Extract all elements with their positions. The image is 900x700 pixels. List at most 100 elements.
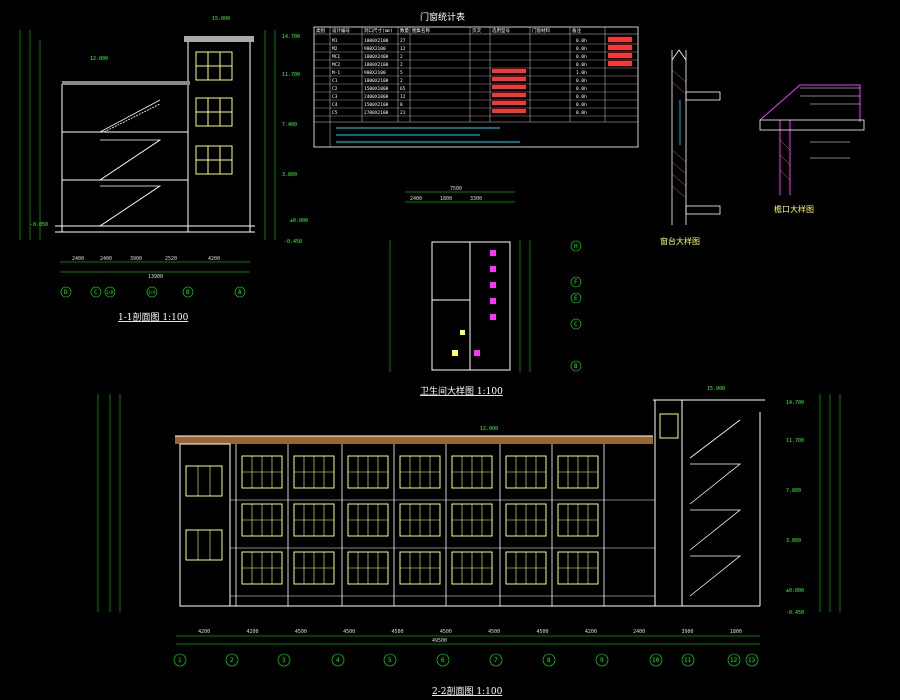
section2-axis-label: 3 <box>282 657 286 664</box>
section2-right-dims <box>819 394 841 612</box>
schedule-cell: 2 <box>400 62 403 68</box>
section2-dim: 4500 <box>440 629 452 635</box>
section2-axis-label: 1 <box>178 657 182 664</box>
schedule-red-note <box>608 53 632 58</box>
schedule-cell: 65 <box>400 86 406 92</box>
schedule-cell: 1.0h <box>576 70 587 76</box>
section2-dim: 2400 <box>633 629 645 635</box>
section1-elev-7400: 7.400 <box>282 122 297 128</box>
section2-axis-label: 10 <box>652 657 660 664</box>
schedule-cell: C3 <box>332 94 338 100</box>
schedule-header-5: 页次 <box>472 27 481 34</box>
balcony-title: 窗台大样图 <box>660 236 700 246</box>
section2-dim: 3900 <box>682 629 694 635</box>
schedule-cell: 1000X2100 <box>364 38 389 44</box>
section2-axis-bubble <box>225 653 239 667</box>
schedule-cell: M1 <box>332 38 338 44</box>
eave-hatch <box>779 139 791 181</box>
section2-dim: 4500 <box>488 629 500 635</box>
section2-elev-7800: 7.800 <box>786 488 801 494</box>
section2-dim: 4500 <box>537 629 549 635</box>
schedule-red-note <box>492 93 526 97</box>
section2-axis-bubble <box>277 653 291 667</box>
bathroom-plan: 2400 1800 3300 7500 H F E C B 卫生间大样图 1:1… <box>389 186 582 397</box>
section1-elev-000: ±0.000 <box>290 218 308 224</box>
section2-axis-bubble <box>649 653 663 667</box>
section2-axis-bubble <box>489 653 503 667</box>
section1-right-dims <box>264 30 276 240</box>
schedule-cell: 0.0h <box>576 46 587 52</box>
schedule-red-note <box>492 109 526 113</box>
schedule-cell: 12 <box>400 46 406 52</box>
section1-elev-neg450: -0.450 <box>284 239 302 245</box>
section2-elev-12000: 12.000 <box>480 426 498 432</box>
schedule-cell: 27 <box>400 38 406 44</box>
section1-axis-C: C <box>94 289 98 296</box>
schedule-cell: C2 <box>332 86 338 92</box>
door-window-schedule: 门窗统计表 类别设计编号洞口尺寸(mm)数量图集名称页次选用型号门窗材料备注M1… <box>313 11 639 148</box>
schedule-cell: 0.0h <box>576 54 587 60</box>
section2-axis-label: 7 <box>494 657 498 664</box>
bath-fixtures <box>474 250 496 356</box>
section1-windows <box>195 51 233 175</box>
section2-dim: 4500 <box>343 629 355 635</box>
bath-axis-H: H <box>574 243 578 250</box>
schedule-notes <box>336 127 520 143</box>
section1-axis-1B: 1/B <box>106 290 114 295</box>
balcony-detail: 窗台大样图 <box>660 49 721 246</box>
schedule-cell: 8 <box>400 102 403 108</box>
section1-elev-3800: 3.800 <box>282 172 297 178</box>
schedule-red-note <box>492 85 526 89</box>
eave-leaders <box>800 87 860 159</box>
section2-elev-14700: 14.700 <box>786 400 804 406</box>
section2-axis-label: 8 <box>547 657 551 664</box>
section2-dim: 4200 <box>585 629 597 635</box>
schedule-cell: 0.0h <box>576 94 587 100</box>
schedule-cell: 0.0h <box>576 110 587 116</box>
schedule-cell: 2700X2100 <box>364 110 389 116</box>
eave-magenta <box>759 84 861 195</box>
section2-axis-bubble <box>595 653 609 667</box>
section1-bottom-dim-lines <box>60 261 250 273</box>
schedule-red-note <box>608 37 632 42</box>
section1-tower-roof <box>184 36 254 42</box>
section1-dim-d: 2520 <box>165 256 177 262</box>
schedule-header-8: 备注 <box>572 27 581 34</box>
schedule-cell: 12 <box>400 94 406 100</box>
section1-elev-top: 15.000 <box>212 16 230 22</box>
section2-dim: 1800 <box>730 629 742 635</box>
schedule-cell: 1800X2100 <box>364 78 389 84</box>
section2-dim: 4200 <box>247 629 259 635</box>
section1-axis-B: B <box>186 289 190 296</box>
bath-dim-top-c: 3300 <box>470 196 482 202</box>
eave-title: 檐口大样图 <box>774 204 814 214</box>
section2-axis-label: 5 <box>388 657 392 664</box>
section1-walls <box>55 39 255 233</box>
eave-slab <box>759 119 865 131</box>
section2-title: 2-2剖面图 1:100 <box>432 685 503 697</box>
section2-end-window <box>185 529 223 561</box>
schedule-frame <box>313 26 639 148</box>
schedule-header-1: 设计编号 <box>332 27 350 34</box>
section1-axis-A: A <box>238 289 242 296</box>
section-2-2: 15.900 14.700 12.000 11.700 7.800 3.800 … <box>97 386 841 697</box>
schedule-cell: 900X2100 <box>364 70 386 76</box>
bath-fixtures-yellow <box>452 330 465 356</box>
schedule-grid <box>314 27 638 147</box>
schedule-header-6: 选用型号 <box>492 27 510 34</box>
schedule-cell: C1 <box>332 78 338 84</box>
section2-dim-total: 49500 <box>432 638 447 644</box>
schedule-red-note <box>608 45 632 50</box>
section2-axis-bubble <box>681 653 695 667</box>
schedule-cell: C5 <box>332 110 338 116</box>
schedule-red-note <box>608 61 632 66</box>
section2-walls <box>179 399 765 607</box>
schedule-cell: 0.0h <box>576 62 587 68</box>
schedule-cell: C4 <box>332 102 338 108</box>
schedule-cell: 2 <box>400 54 403 60</box>
balcony-hatch <box>671 69 687 199</box>
section1-dim-total: 13900 <box>148 274 163 280</box>
